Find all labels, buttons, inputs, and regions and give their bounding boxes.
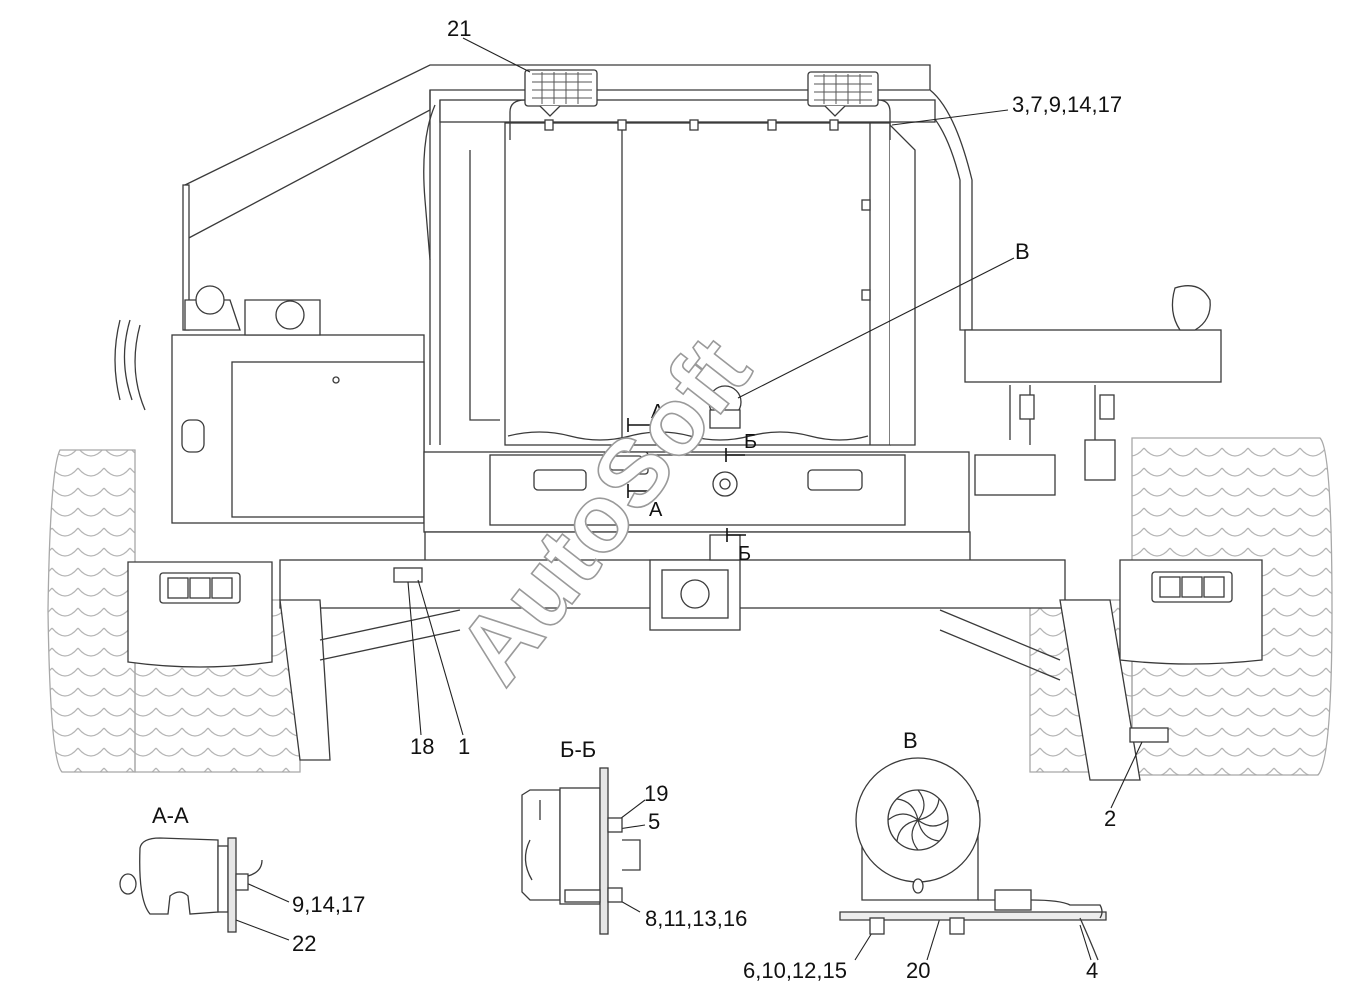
work-light-left xyxy=(509,69,598,140)
cab xyxy=(182,64,973,446)
callout-9-14-17: 9,14,17 xyxy=(292,892,365,917)
detail-v xyxy=(839,757,1107,961)
sensor-b xyxy=(712,471,738,497)
section-mark-b-top: Б xyxy=(744,431,757,453)
tow-hitch xyxy=(649,534,741,631)
callout-19: 19 xyxy=(644,781,668,806)
callout-21: 21 xyxy=(447,16,471,41)
section-cut-markers xyxy=(627,418,746,542)
detail-a-a xyxy=(119,837,263,933)
callout-6-10-12-15: 6,10,12,15 xyxy=(743,958,847,983)
detail-title-a-a: А-А xyxy=(152,803,189,828)
callout-22: 22 xyxy=(292,931,316,956)
callout-4: 4 xyxy=(1086,958,1098,983)
detail-b-b xyxy=(521,767,641,935)
left-rear-lamp xyxy=(127,561,273,668)
callout-8-11-13-16: 8,11,13,16 xyxy=(645,906,747,931)
left-side-housing xyxy=(114,285,425,524)
callout-20: 20 xyxy=(906,958,930,983)
beacon xyxy=(708,385,742,429)
callout-3-7-9-14-17: 3,7,9,14,17 xyxy=(1012,92,1122,117)
right-rear-lamp xyxy=(1119,559,1263,665)
right-side-housing xyxy=(964,285,1222,496)
section-mark-a-bottom: А xyxy=(649,499,663,521)
rear-beam xyxy=(279,451,1066,609)
work-light-right xyxy=(807,71,891,140)
section-mark-b-bottom: Б xyxy=(738,543,751,565)
section-mark-a-top: А xyxy=(651,401,665,423)
callout-v: В xyxy=(1015,239,1030,264)
leader-lines xyxy=(235,37,1143,961)
cab-bolts xyxy=(544,119,871,301)
detail-title-v: В xyxy=(903,728,918,753)
callout-2: 2 xyxy=(1104,806,1116,831)
detail-title-b-b: Б-Б xyxy=(560,737,596,762)
callout-1: 1 xyxy=(458,734,470,759)
lower-links xyxy=(279,599,1141,781)
clamp-18 xyxy=(393,567,423,583)
callout-5: 5 xyxy=(648,809,660,834)
part-2 xyxy=(1129,727,1169,743)
callout-18: 18 xyxy=(410,734,434,759)
